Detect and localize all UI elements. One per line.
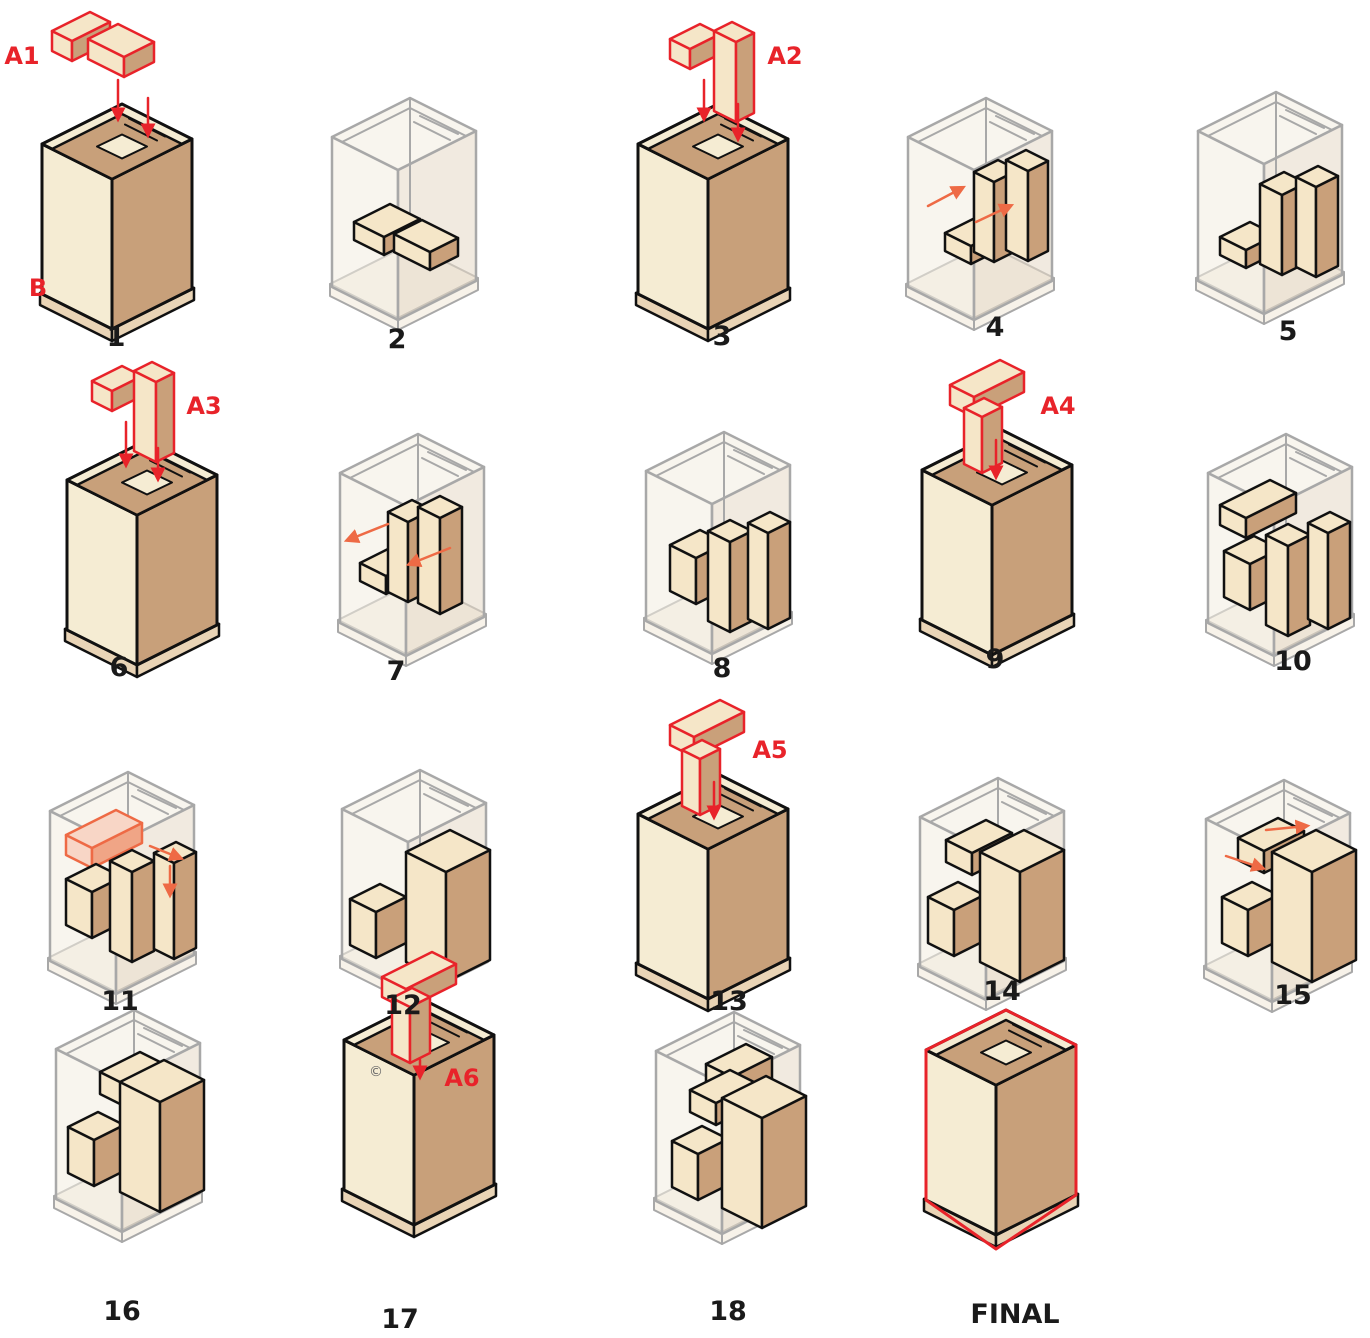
step-number: FINAL (970, 1299, 1059, 1330)
box-left-face (120, 1082, 160, 1212)
step-8 (644, 432, 792, 664)
box-right-face (982, 407, 1002, 473)
box-left-face (1308, 523, 1328, 629)
box-right-face (440, 507, 462, 614)
piece-label: A6 (444, 1064, 479, 1092)
step-number: 15 (1274, 980, 1312, 1011)
box-right-face (174, 852, 196, 959)
step-number: 11 (101, 986, 139, 1017)
step-number: 5 (1279, 316, 1298, 347)
piece-label: A1 (4, 42, 39, 70)
box-left-face (748, 523, 768, 629)
step-final (924, 1010, 1078, 1249)
box-left-face (134, 371, 156, 462)
step-number: 9 (986, 644, 1005, 675)
step-number: 16 (103, 1296, 141, 1327)
step-18 (654, 1012, 806, 1244)
box-left-face (964, 408, 982, 473)
piece-label: A5 (752, 736, 787, 764)
step-number: 12 (384, 990, 422, 1021)
box-left-face (980, 852, 1020, 982)
step-4 (906, 98, 1054, 330)
step-number: 6 (110, 652, 129, 683)
box-right-face (1028, 161, 1048, 261)
step-number: 1 (107, 322, 126, 353)
box-right-face (1328, 522, 1350, 629)
box-right-face (768, 522, 790, 629)
box-left-face (110, 861, 132, 962)
step-11 (48, 772, 196, 1004)
step-number: 8 (713, 653, 732, 684)
box-left-face (1296, 177, 1316, 277)
box-left-face (682, 750, 700, 815)
step-number: 3 (713, 321, 732, 352)
box-left-face (1266, 535, 1288, 636)
step-number: 4 (986, 312, 1005, 343)
box-left-face (722, 1098, 762, 1228)
step-number: 13 (710, 986, 748, 1017)
step-number: 2 (388, 324, 407, 355)
step-10 (1206, 434, 1354, 666)
box-left-face (1272, 852, 1312, 982)
step-7 (338, 434, 486, 666)
box-right-face (132, 861, 154, 962)
step-5 (1196, 92, 1344, 324)
step-2 (330, 98, 478, 330)
piece-label: A2 (767, 42, 802, 70)
step-15 (1204, 780, 1356, 1012)
piece-label: A4 (1040, 392, 1075, 420)
box-right-face (1288, 535, 1310, 636)
piece-label: A3 (186, 392, 221, 420)
step-1 (40, 12, 194, 341)
box-left-face (714, 31, 736, 122)
box-right-face (1316, 176, 1338, 277)
step-number: 10 (1274, 646, 1312, 677)
step-number: 14 (983, 976, 1021, 1007)
box-left-face (708, 531, 730, 632)
step-16 (54, 1010, 204, 1242)
box-left-face (1006, 160, 1028, 261)
copyright-mark: © (369, 1064, 383, 1080)
box-right-face (700, 749, 720, 815)
piece-label: B (29, 274, 47, 302)
box-left-face (388, 512, 408, 602)
step-number: 7 (387, 656, 406, 687)
step-number: 17 (381, 1304, 419, 1335)
step-number: 18 (709, 1296, 747, 1327)
box-left-face (1260, 184, 1282, 275)
